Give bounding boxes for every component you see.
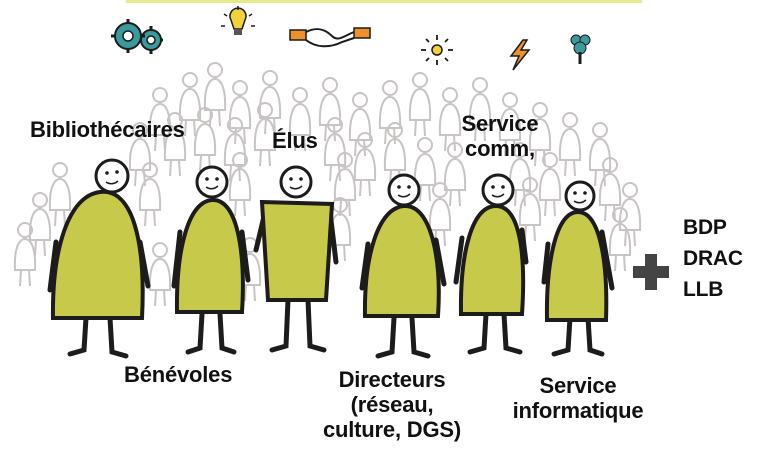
crowd-person [318,77,342,142]
figure-bibliothecaires [47,158,151,359]
crowd-person [528,102,552,167]
label-directeurs-line-2: (réseau, [350,392,434,417]
figure-benevoles [171,165,251,355]
figure-directeurs [359,173,447,359]
figure-service-comm [453,173,529,355]
crowd-person [253,102,277,167]
crowd-person [608,207,632,272]
label-service-informatique-line-2: informatique [512,398,644,423]
crowd-person [468,77,492,142]
crowd-person [558,112,582,177]
label-elus: Élus [272,128,318,153]
crowd-person [588,122,612,187]
partners-list: BDP DRAC LLB [683,212,743,305]
crowd-person [203,62,227,127]
sun-icon [421,35,453,65]
label-service-comm: Service comm, [450,111,550,161]
figure-elus [253,165,339,353]
figure-service-informatique [541,180,615,357]
gears-icon [111,19,163,54]
tree-icon [570,34,591,64]
label-service-comm-line-1: Service [461,111,539,136]
crowd-person [148,242,172,307]
crowd-person [508,142,532,207]
crowd-person [288,87,312,152]
label-directeurs-line-1: Directeurs [338,367,446,392]
crowd-person [538,152,562,217]
label-benevoles: Bénévoles [124,362,233,387]
partner-drac: DRAC [683,247,743,270]
label-service-comm-line-2: comm, [465,136,535,161]
crowd-person [443,142,467,207]
label-directeurs: Directeurs (réseau, culture, DGS) [310,367,474,442]
background-crowd [13,62,642,307]
lightbulb-icon [221,6,255,35]
lightning-icon [509,39,531,71]
partner-llb: LLB [683,278,724,301]
crowd-person [13,222,37,287]
crowd-person [48,162,72,227]
crowd-person [428,182,452,247]
crowd-person [333,152,357,217]
crowd-person [163,112,187,177]
label-service-informatique: Service informatique [490,373,666,423]
crowd-person [353,132,377,197]
label-service-informatique-line-1: Service [539,373,617,398]
crowd-person [228,80,252,145]
crowd-person [408,72,432,137]
crowd-person [348,92,372,157]
crowd-person [138,162,162,227]
partner-bdp: BDP [683,216,727,239]
handshake-icon [289,27,371,48]
label-bibliothecaires: Bibliothécaires [30,117,185,142]
crowd-person [228,152,252,217]
crowd-person [618,182,642,247]
plus-icon [633,254,669,290]
crowd-person [413,137,437,202]
crowd-person [193,107,217,172]
label-directeurs-line-3: culture, DGS) [323,417,461,442]
top-accent-rule [126,0,642,3]
